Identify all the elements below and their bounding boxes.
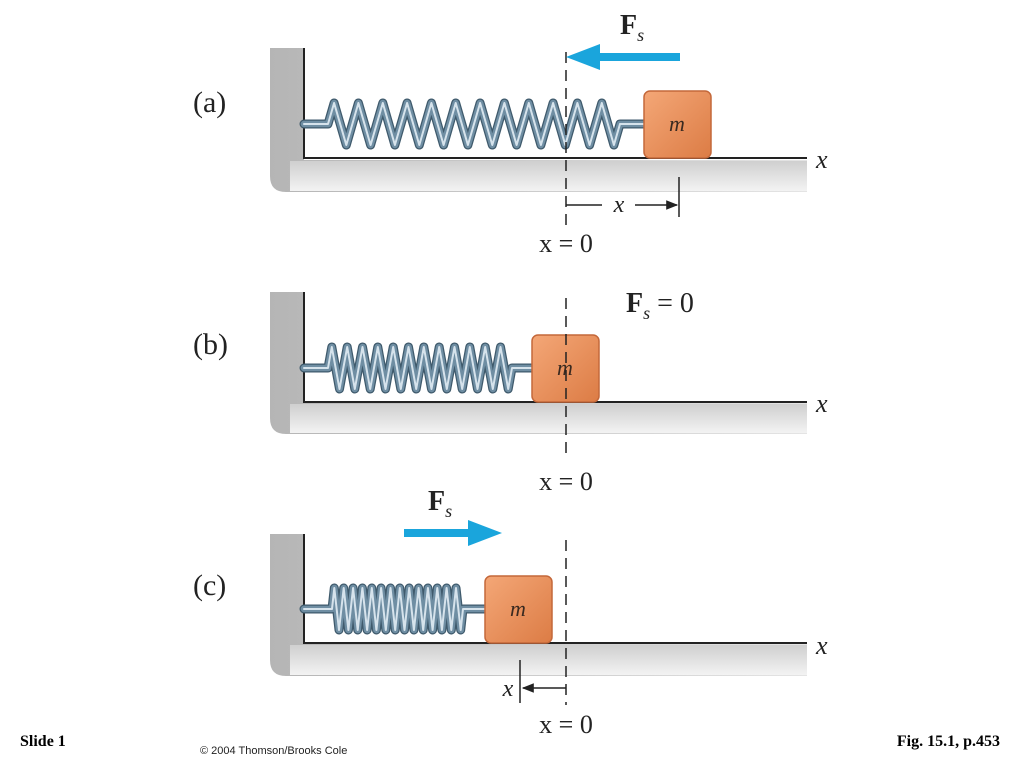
displacement-indicator (566, 177, 680, 217)
displacement-label: x (502, 676, 514, 702)
axis-label: x (815, 145, 828, 174)
force-arrow (404, 520, 502, 546)
panel-label: (c) (193, 569, 226, 602)
mass-label: m (669, 111, 685, 136)
mass-label: m (557, 355, 573, 380)
mass-label: m (510, 596, 526, 621)
origin-label: x = 0 (539, 229, 593, 258)
force-label: Fs (428, 486, 452, 521)
spring-coil (303, 346, 533, 390)
spring-coil (303, 587, 486, 631)
spring (299, 342, 537, 394)
spring (299, 583, 490, 635)
force-arrow (566, 44, 680, 70)
wall-floor-line (303, 48, 807, 159)
panel-label: (a) (193, 86, 226, 119)
spring (299, 98, 649, 150)
mass-block (484, 575, 553, 644)
panel-a: m (a) x x = 0 Fs x (193, 10, 828, 258)
panel-label: (b) (193, 328, 228, 361)
figure-reference: Fig. 15.1, p.453 (896, 733, 1000, 750)
displacement-indicator (519, 660, 566, 703)
spring-coil (303, 102, 645, 146)
axis-label: x (815, 631, 828, 660)
panel-c: m (c) x x = 0 Fs x (193, 486, 828, 739)
panel-b: m (b) x x = 0 Fs = 0 (193, 288, 828, 496)
displacement-label: x (613, 192, 625, 218)
floor-shadow (290, 645, 807, 675)
slide-number: Slide 1 (20, 733, 66, 750)
force-label: Fs (620, 10, 644, 45)
copyright-notice: © 2004 Thomson/Brooks Cole (200, 745, 348, 757)
floor-shadow (290, 404, 807, 433)
mass-block (643, 90, 712, 159)
origin-label: x = 0 (539, 710, 593, 739)
wall-floor-line (303, 292, 807, 403)
force-zero-label: Fs = 0 (626, 288, 694, 323)
wall-floor-line (303, 534, 807, 644)
axis-label: x (815, 389, 828, 418)
origin-label: x = 0 (539, 467, 593, 496)
floor-shadow (290, 161, 807, 191)
